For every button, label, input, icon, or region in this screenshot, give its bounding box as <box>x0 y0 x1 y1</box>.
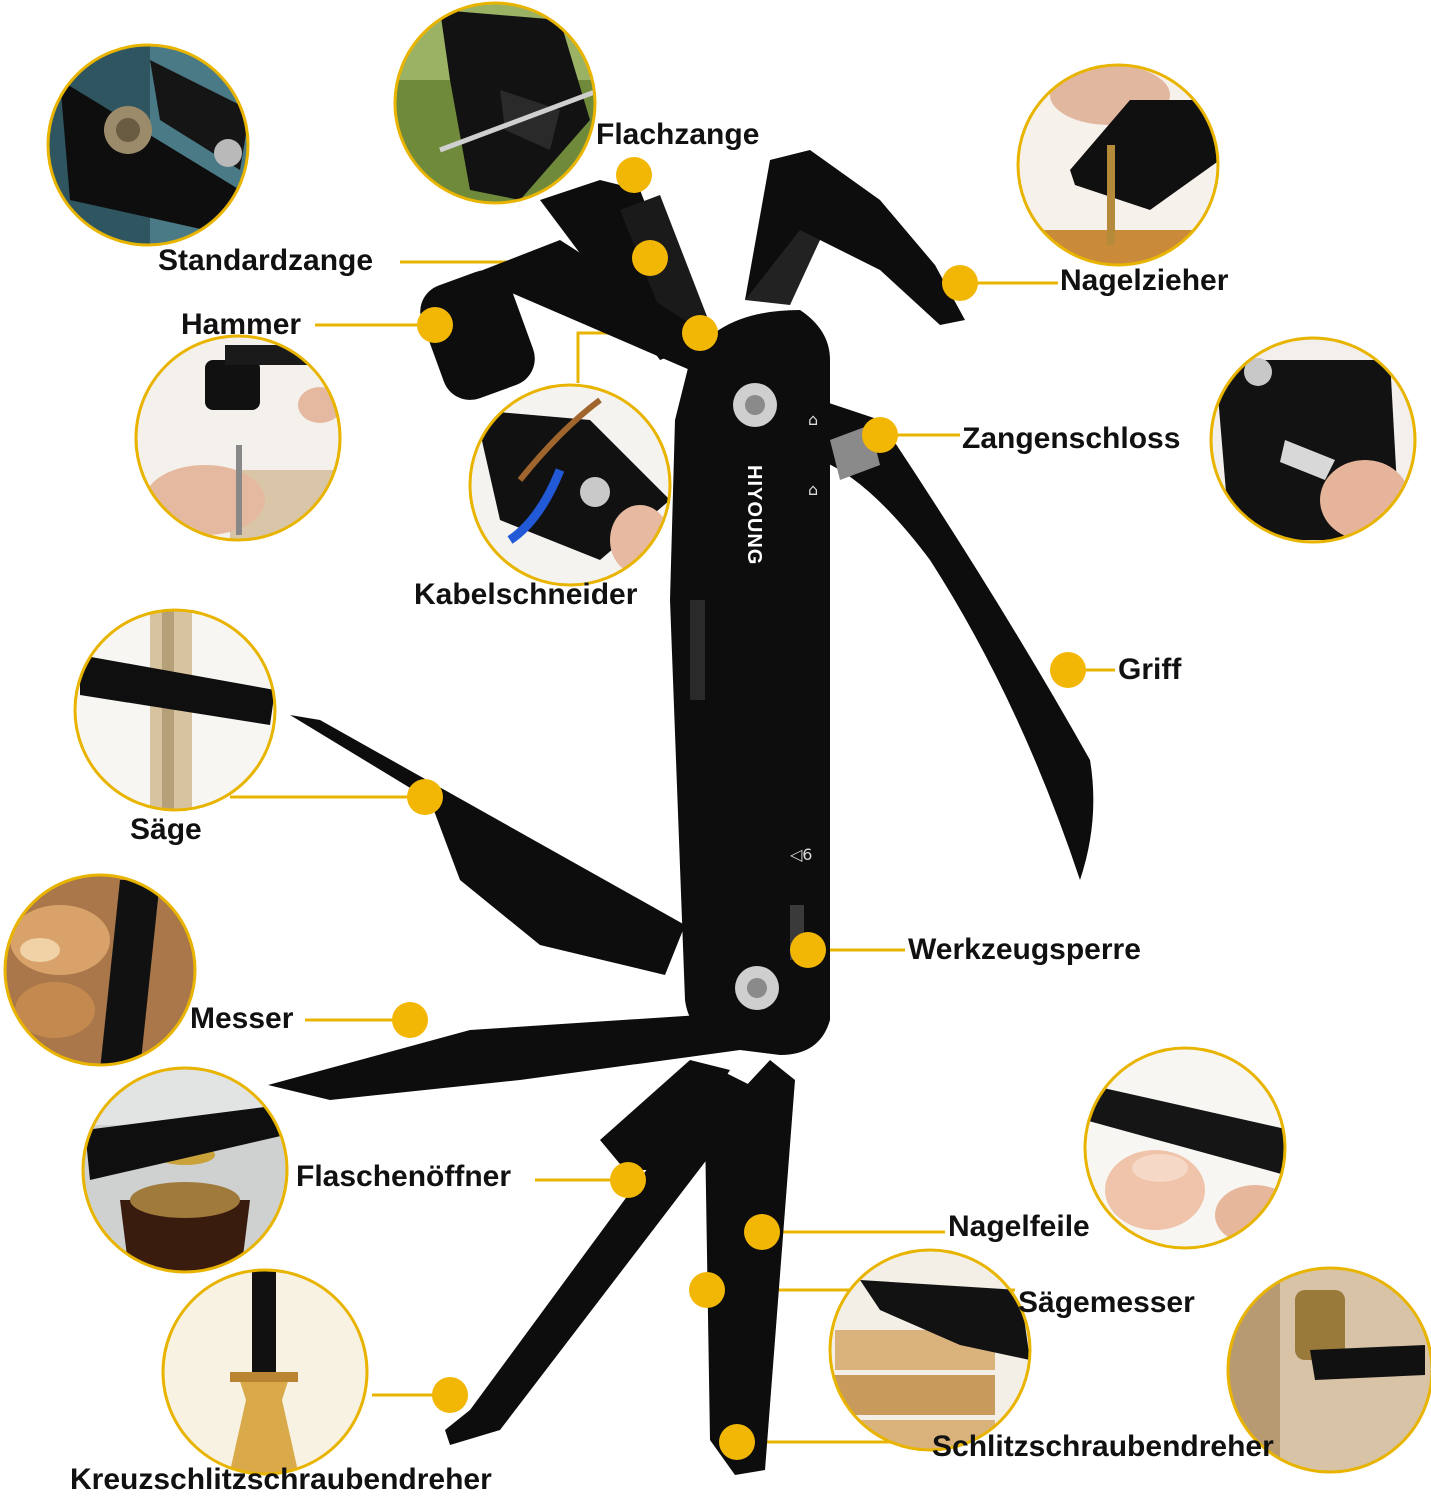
dot-zangenschloss <box>862 417 898 453</box>
dot-hammer <box>417 307 453 343</box>
nail-puller-claw <box>745 150 965 325</box>
label-nagelzieher: Nagelzieher <box>1060 264 1229 297</box>
label-nagelfeile: Nagelfeile <box>948 1210 1090 1243</box>
label-saegemesser: Sägemesser <box>1018 1286 1195 1319</box>
label-zangenschloss: Zangenschloss <box>962 422 1181 455</box>
dot-flachzange <box>616 157 652 193</box>
hammer-head <box>420 270 535 400</box>
inset-kabelschneider <box>468 383 672 587</box>
inset-hammer <box>134 334 342 542</box>
inset-standardzange <box>46 43 250 247</box>
inset-saegemesser <box>828 1248 1032 1452</box>
label-hammer: Hammer <box>181 308 302 341</box>
bottle-opener <box>600 1060 730 1170</box>
leader-lines <box>230 188 1115 1444</box>
dot-werkzeugsperre <box>790 932 826 968</box>
file-blade <box>705 1060 795 1475</box>
inset-nagelfeile <box>1083 1046 1287 1250</box>
inset-zangenschloss <box>1209 336 1417 544</box>
dot-kreuzschlitz <box>432 1377 468 1413</box>
dot-nagelzieher <box>942 265 978 301</box>
label-griff: Griff <box>1118 653 1182 686</box>
cross-screwdriver <box>445 1070 760 1445</box>
label-messer: Messer <box>190 1002 294 1035</box>
dot-messer <box>392 1002 428 1038</box>
multitool: ⌂ ⌂ ◁6 HIYOUNG <box>268 150 1094 1475</box>
inset-flaschenoeffner <box>81 1066 289 1274</box>
inset-flachzange <box>393 1 597 205</box>
hammer-shaft <box>470 240 700 370</box>
svg-text:⌂: ⌂ <box>808 480 818 499</box>
label-kreuzschlitz: Kreuzschlitzschraubendreher <box>70 1463 492 1496</box>
main-body <box>670 310 830 1055</box>
inset-nagelzieher <box>1016 63 1220 267</box>
svg-text:◁6: ◁6 <box>789 845 812 864</box>
dot-saegemesser <box>689 1272 725 1308</box>
dot-saege <box>407 779 443 815</box>
dot-schlitz <box>719 1424 755 1460</box>
inset-saege <box>73 608 277 812</box>
dot-kabelschneider <box>682 315 718 351</box>
label-flaschenoeffner: Flaschenöffner <box>296 1160 512 1193</box>
dot-flaschenoeffner <box>610 1162 646 1198</box>
inset-kreuzschlitz <box>161 1268 369 1476</box>
dot-griff <box>1050 652 1086 688</box>
brand-logo: HIYOUNG <box>743 465 765 565</box>
svg-text:⌂: ⌂ <box>808 410 818 429</box>
label-flachzange: Flachzange <box>596 118 760 151</box>
inset-messer <box>3 873 197 1067</box>
dot-nagelfeile <box>744 1214 780 1250</box>
label-standardzange: Standardzange <box>158 244 374 277</box>
callout-dots <box>392 157 1086 1460</box>
dot-standardzange <box>632 240 668 276</box>
label-kabelschneider: Kabelschneider <box>414 578 638 611</box>
label-werkzeugsperre: Werkzeugsperre <box>908 933 1141 966</box>
saw-blade <box>290 715 685 975</box>
knife-blade <box>268 1015 740 1100</box>
label-schlitz: Schlitzschraubendreher <box>932 1430 1274 1463</box>
label-saege: Säge <box>130 813 202 846</box>
